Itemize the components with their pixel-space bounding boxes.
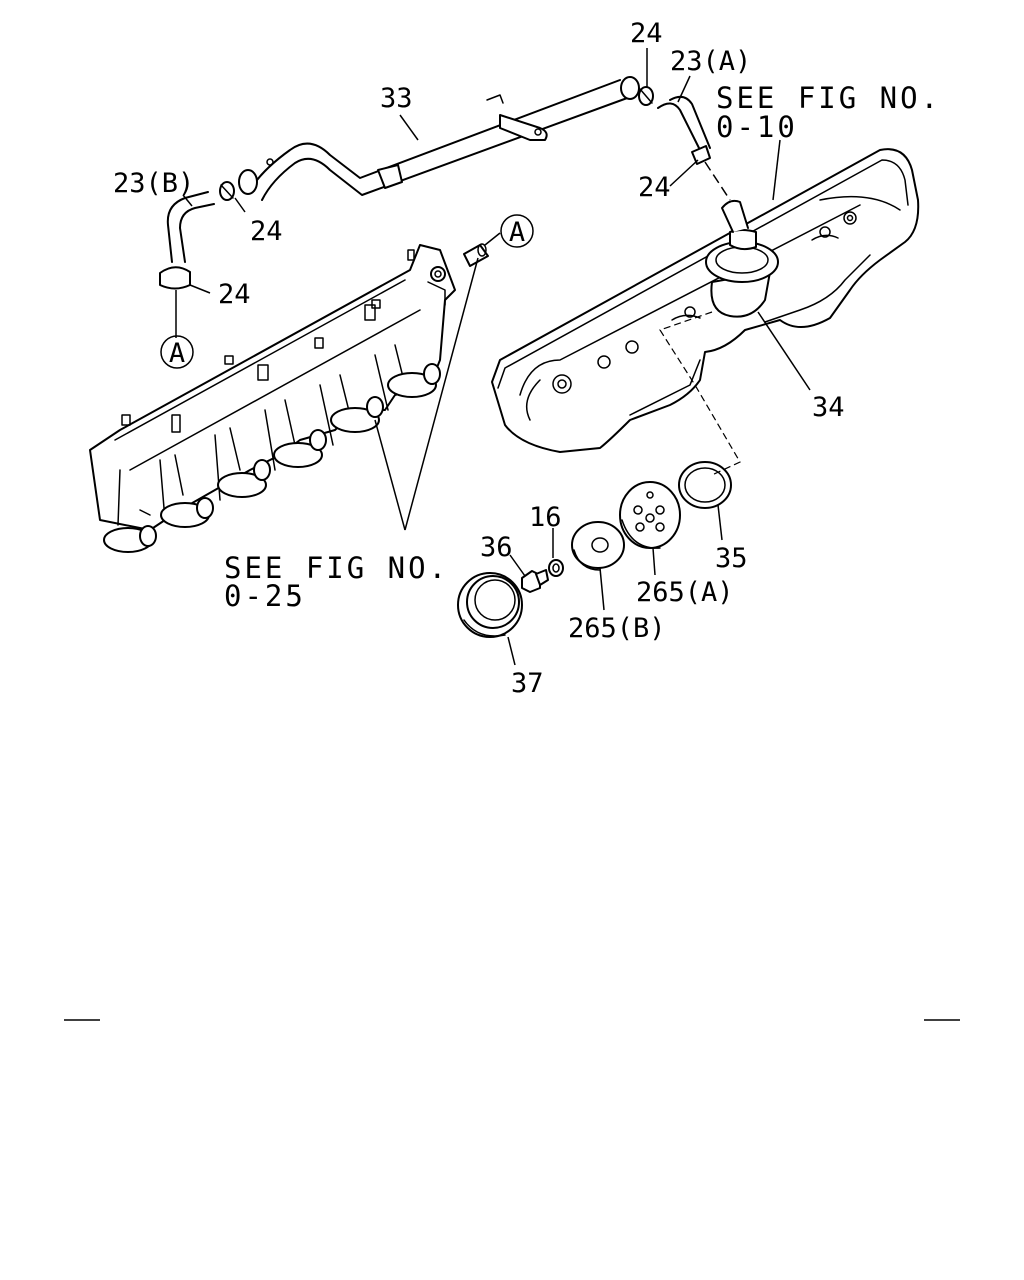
ref-a-left-label: A xyxy=(169,338,185,369)
callout-24-top: 24 xyxy=(630,18,663,49)
clamp-24-right xyxy=(691,145,711,165)
callout-23a: 23(A) xyxy=(670,46,751,77)
callout-24-left-lower: 24 xyxy=(218,279,251,310)
plate-265a xyxy=(619,481,681,549)
clamp-24-left-lower xyxy=(159,266,191,290)
see-fig-lower-line1: SEE FIG NO. xyxy=(224,551,449,585)
clamp-24-left-upper xyxy=(219,181,235,201)
callout-37: 37 xyxy=(511,668,544,699)
see-fig-lower-line2: 0-25 xyxy=(224,579,306,613)
see-fig-upper-line1: SEE FIG NO. xyxy=(716,81,941,115)
breather-pipe xyxy=(238,76,640,201)
pcv-valve xyxy=(705,199,779,318)
assembly-lines xyxy=(659,161,741,476)
hose-23a xyxy=(657,95,711,151)
hose-23b xyxy=(166,191,215,263)
callout-16: 16 xyxy=(529,502,562,533)
callout-36: 36 xyxy=(480,532,513,563)
callout-265b: 265(B) xyxy=(568,613,666,644)
leader-lines xyxy=(175,48,811,666)
fitting-a xyxy=(463,243,489,267)
clamp-24-top xyxy=(638,86,654,106)
ref-circle-a-right: A xyxy=(500,214,534,248)
callout-265a: 265(A) xyxy=(636,577,734,608)
callout-34: 34 xyxy=(812,392,845,423)
callout-35: 35 xyxy=(715,543,748,574)
washer-16 xyxy=(548,559,564,577)
see-fig-upper-line2: 0-10 xyxy=(716,110,798,144)
rocker-cover xyxy=(491,148,920,453)
ref-circle-a-left: A xyxy=(160,335,194,369)
ref-a-right-label: A xyxy=(509,217,525,248)
plate-265b xyxy=(571,521,625,571)
callout-24-right-mid: 24 xyxy=(638,172,671,203)
bolt-36 xyxy=(521,569,549,593)
intake-manifold xyxy=(89,244,456,553)
seal-35 xyxy=(678,461,732,509)
cap-37 xyxy=(457,572,523,638)
callout-24-left-upper: 24 xyxy=(250,216,283,247)
callout-33: 33 xyxy=(380,83,413,114)
callout-23b: 23(B) xyxy=(113,168,194,199)
